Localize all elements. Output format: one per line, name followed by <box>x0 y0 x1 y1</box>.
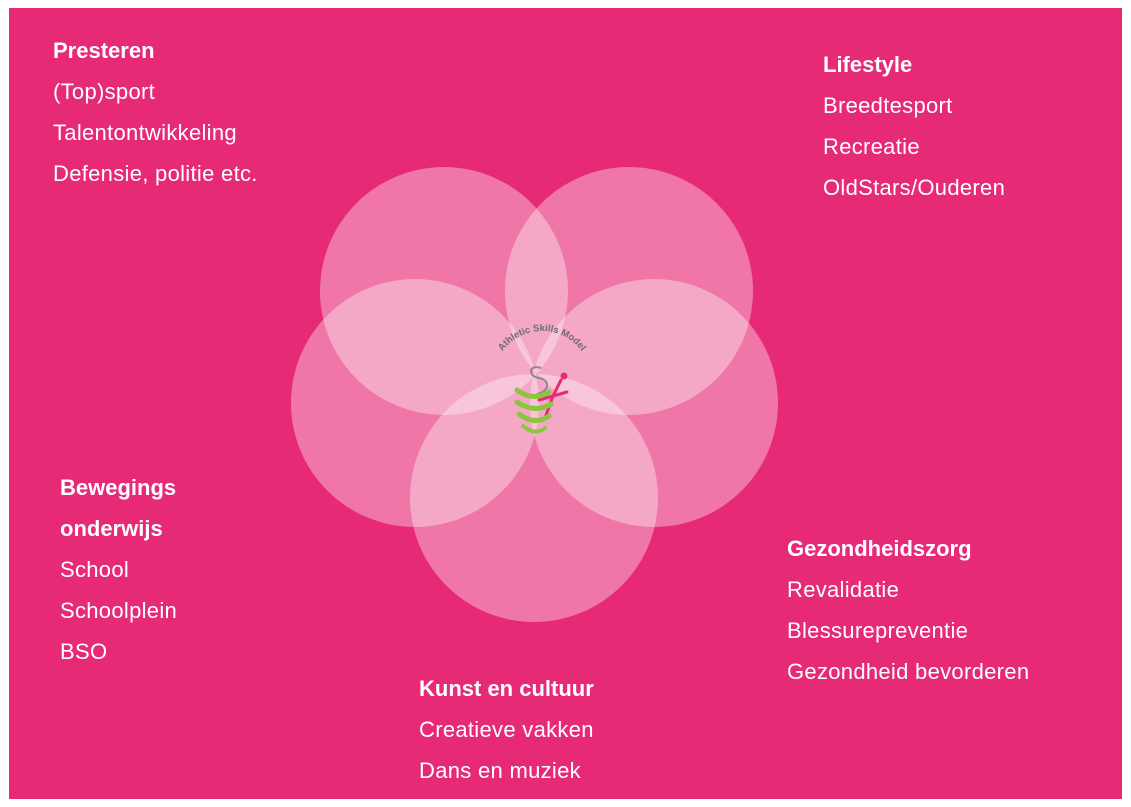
section-kunst-title: Kunst en cultuur <box>419 676 594 701</box>
venn-circle-bewegingsonderwijs <box>291 279 539 527</box>
section-bewegingsonderwijs-item: Schoolplein <box>60 598 178 623</box>
venn-circle-presteren <box>320 167 568 415</box>
logo-figure-head <box>560 372 568 380</box>
logo-green-ribbon-3 <box>516 411 552 423</box>
section-bewegingsonderwijs-title-line2: onderwijs <box>60 516 163 541</box>
section-lifestyle: Lifestyle Breedtesport Recreatie OldStar… <box>823 44 1005 208</box>
section-presteren-item: Defensie, politie etc. <box>53 161 258 186</box>
section-gezondheidszorg-item: Gezondheid bevorderen <box>787 659 1030 684</box>
section-presteren: Presteren (Top)sport Talentontwikkeling … <box>53 30 258 194</box>
section-presteren-title: Presteren <box>53 38 155 63</box>
logo-green-ribbon-2 <box>514 399 554 411</box>
section-presteren-item: (Top)sport <box>53 79 156 104</box>
section-bewegingsonderwijs: Bewegings onderwijs School Schoolplein B… <box>60 467 177 672</box>
section-gezondheidszorg-item: Blessurepreventie <box>787 618 969 643</box>
venn-diagram: Athletic Skills Model <box>291 167 778 622</box>
section-gezondheidszorg: Gezondheidszorg Revalidatie Blessureprev… <box>787 528 1029 692</box>
section-bewegingsonderwijs-title-line1: Bewegings <box>60 475 177 500</box>
section-lifestyle-item: Recreatie <box>823 134 920 159</box>
venn-circle-lifestyle <box>505 167 753 415</box>
section-presteren-item: Talentontwikkeling <box>53 120 237 145</box>
section-kunst-item: Dans en muziek <box>419 758 581 783</box>
venn-circle-kunst <box>410 374 658 622</box>
section-bewegingsonderwijs-item: BSO <box>60 639 108 664</box>
section-lifestyle-item: OldStars/Ouderen <box>823 175 1006 200</box>
section-gezondheidszorg-item: Revalidatie <box>787 577 900 602</box>
section-lifestyle-title: Lifestyle <box>823 52 913 77</box>
section-lifestyle-item: Breedtesport <box>823 93 953 118</box>
logo-green-ribbon-4 <box>521 424 547 434</box>
logo-figure-swirl <box>530 366 548 395</box>
section-bewegingsonderwijs-item: School <box>60 557 130 582</box>
section-kunst: Kunst en cultuur Creatieve vakken Dans e… <box>419 668 594 791</box>
diagram-canvas: Athletic Skills Model Presteren (Top)spo… <box>9 8 1122 799</box>
logo-figure-pink <box>537 378 569 420</box>
logo-green-ribbon-1 <box>514 387 552 399</box>
section-kunst-item: Creatieve vakken <box>419 717 594 742</box>
section-gezondheidszorg-title: Gezondheidszorg <box>787 536 972 561</box>
venn-circle-gezondheidszorg <box>530 279 778 527</box>
